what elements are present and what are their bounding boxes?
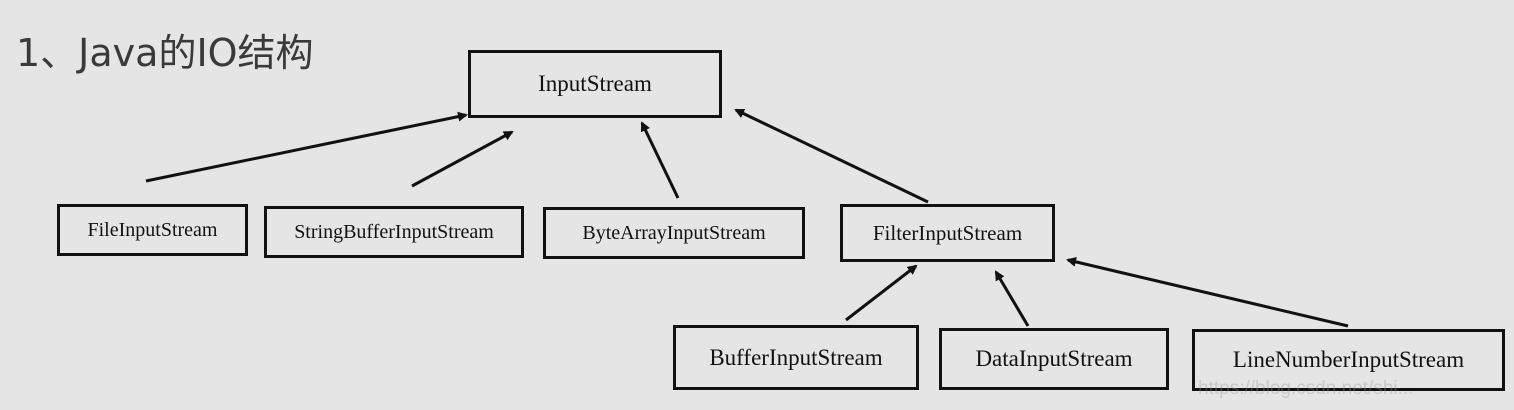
node-datainputstream: DataInputStream xyxy=(939,328,1169,390)
node-stringbufferinputstream: StringBufferInputStream xyxy=(264,206,524,258)
arrow-stringbuffer-to-inputstream xyxy=(411,130,514,188)
watermark: https://blog.csdn.net/shi... xyxy=(1198,378,1414,399)
node-label: LineNumberInputStream xyxy=(1232,347,1465,372)
arrow-data-to-filter xyxy=(994,270,1030,327)
arrow-file-to-inputstream xyxy=(145,111,468,183)
arrow-buffer-to-filter xyxy=(845,264,918,322)
node-bytearrayinputstream: ByteArrayInputStream xyxy=(543,207,805,259)
arrow-filter-to-inputstream xyxy=(734,108,929,204)
node-label: ByteArrayInputStream xyxy=(582,221,766,244)
node-label: DataInputStream xyxy=(975,346,1133,371)
node-label: FilterInputStream xyxy=(872,220,1023,245)
arrow-linenumber-to-filter xyxy=(1066,256,1349,328)
node-label: StringBufferInputStream xyxy=(294,220,494,243)
node-fileinputstream: FileInputStream xyxy=(57,204,248,256)
node-filterinputstream: FilterInputStream xyxy=(840,204,1055,262)
node-label: InputStream xyxy=(538,71,652,96)
node-bufferinputstream: BufferInputStream xyxy=(673,325,919,390)
node-label: FileInputStream xyxy=(87,218,218,241)
node-inputstream: InputStream xyxy=(468,50,722,118)
node-linenumberinputstream: LineNumberInputStream xyxy=(1192,329,1505,391)
arrow-bytearray-to-inputstream xyxy=(640,121,680,199)
node-label: BufferInputStream xyxy=(709,344,883,370)
page-title: 1、Java的IO结构 xyxy=(16,31,314,75)
